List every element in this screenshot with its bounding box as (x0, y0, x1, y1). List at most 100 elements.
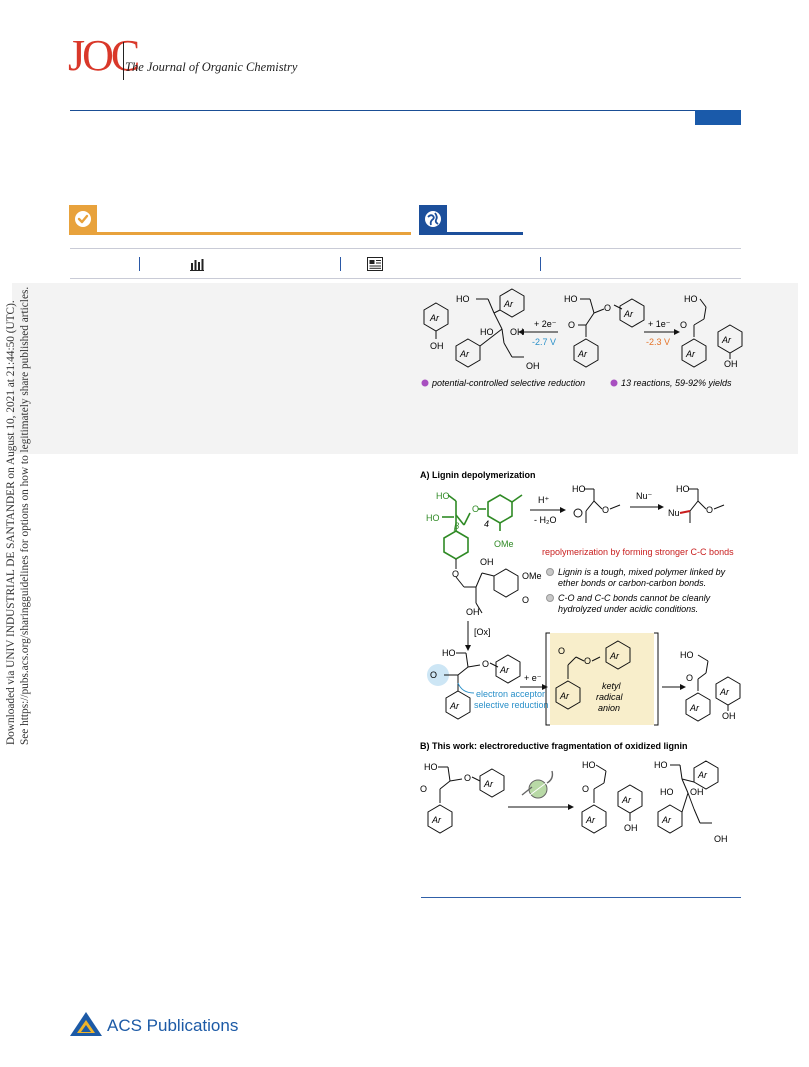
ho-label: HO (424, 762, 438, 772)
note-2a: C-O and C-C bonds cannot be cleanly (558, 593, 711, 603)
ar-label: Ar (721, 335, 732, 345)
left-potential: -2.7 V (532, 337, 556, 347)
journal-logo[interactable]: JOC (68, 31, 140, 80)
o-label: O (582, 784, 589, 794)
curved-arrow (457, 682, 475, 694)
bar-chart-icon[interactable] (190, 257, 204, 271)
toc-bullet-right: 13 reactions, 59-92% yields (621, 378, 732, 388)
ar-label: Ar (621, 795, 632, 805)
left-electrons: + 2e⁻ (534, 319, 557, 329)
download-notice-line2[interactable]: See https://pubs.acs.org/sharingguidelin… (19, 286, 31, 745)
new-cc-bond (679, 510, 691, 514)
abstract-section (12, 283, 798, 454)
download-notice: Downloaded via UNIV INDUSTRIAL DE SANTAN… (4, 0, 32, 745)
acs-logo-icon[interactable] (68, 1010, 104, 1040)
ome-label: OMe (522, 571, 542, 581)
oh-label: OH (430, 341, 444, 351)
ho-label: HO (436, 491, 450, 501)
o-label: O (430, 670, 437, 680)
ketyl-label-1: ketyl (602, 681, 622, 691)
ar-label: Ar (697, 770, 708, 780)
globe-icon (425, 211, 441, 227)
position-4-label: 4 (484, 519, 489, 529)
ho-label: HO (654, 760, 668, 770)
acceptor-label-1: electron acceptor (476, 689, 545, 699)
ho-label: HO (684, 294, 698, 304)
article-badge-orange[interactable] (69, 205, 97, 233)
acs-publications-logo[interactable]: ACS Publications (107, 1016, 239, 1035)
lignin-polymer (455, 559, 519, 614)
ar-label: Ar (577, 349, 588, 359)
metrics-bottom-rule (70, 278, 741, 279)
o-label: O (568, 320, 575, 330)
ho-label: HO (426, 513, 440, 523)
o-label: O (472, 504, 479, 514)
o-label: O (686, 673, 693, 683)
badge-blue-underline (419, 232, 523, 235)
ome-label: OMe (494, 539, 514, 549)
o-label: O (482, 659, 489, 669)
bullet-icon (610, 379, 618, 387)
right-potential: -2.3 V (646, 337, 670, 347)
o-label: O (584, 656, 591, 666)
bullet-icon (546, 594, 554, 602)
oh-label: OH (722, 711, 736, 721)
article-recommendations-icon[interactable] (367, 257, 383, 271)
ho-label: HO (676, 484, 690, 494)
nu-product (688, 488, 725, 523)
ar-label: Ar (449, 701, 460, 711)
ho-label: HO (480, 327, 494, 337)
oh-label: OH (480, 557, 494, 567)
article-badge-blue[interactable] (419, 205, 447, 233)
bullet-icon (421, 379, 429, 387)
o-label: O (452, 569, 459, 579)
o-label: O (522, 595, 529, 605)
ketyl-radical-anion (555, 640, 631, 710)
ar-label: Ar (689, 703, 700, 713)
oxidized-lignin-substrate (427, 766, 505, 834)
o-label: O (706, 505, 713, 515)
acid-label: H⁺ (538, 495, 549, 505)
oh-label: OH (690, 787, 704, 797)
ho-label: HO (456, 294, 470, 304)
ho-label: HO (572, 484, 586, 494)
scheme-figure: A) Lignin depolymerization HO HO β O 4 O… (420, 470, 741, 844)
ho-label: HO (582, 760, 596, 770)
carbonyl-highlight (427, 664, 449, 686)
figure-bottom-rule (421, 897, 741, 898)
oxidation-label: [Ox] (474, 627, 491, 637)
ar-label: Ar (429, 313, 440, 323)
oh-label: OH (624, 823, 638, 833)
ho-label: HO (564, 294, 578, 304)
oh-label: OH (466, 607, 480, 617)
journal-name[interactable]: The Journal of Organic Chemistry (125, 60, 298, 74)
acceptor-label-2: selective reduction (474, 700, 549, 710)
o-label: O (680, 320, 687, 330)
electron-label: + e⁻ (524, 673, 542, 683)
electrode-icon (521, 770, 554, 799)
ar-label: Ar (431, 815, 442, 825)
bullet-icon (546, 568, 554, 576)
o-label: O (602, 505, 609, 515)
ho-label: HO (680, 650, 694, 660)
ho-label: HO (660, 787, 674, 797)
metrics-separator (139, 257, 140, 271)
water-loss-label: - H₂O (534, 515, 557, 525)
download-notice-line1: Downloaded via UNIV INDUSTRIAL DE SANTAN… (5, 300, 17, 745)
substrate-center (573, 298, 645, 368)
header-rule (70, 110, 741, 111)
ketyl-label-2: radical (596, 692, 624, 702)
oh-label: OH (526, 361, 540, 371)
oh-label: OH (714, 834, 728, 844)
note-2b: hydrolyzed under acidic conditions. (558, 604, 698, 614)
ho-label: HO (442, 648, 456, 658)
ketone-product-right (681, 298, 743, 368)
section-a-title: A) Lignin depolymerization (420, 470, 536, 480)
ar-label: Ar (459, 349, 470, 359)
carbocation-intermediate (573, 488, 621, 523)
ar-label: Ar (503, 299, 514, 309)
metrics-separator (540, 257, 541, 271)
oh-label: OH (510, 327, 524, 337)
note-1b: ether bonds or carbon-carbon bonds. (558, 578, 706, 588)
beta-label: β (453, 521, 459, 531)
